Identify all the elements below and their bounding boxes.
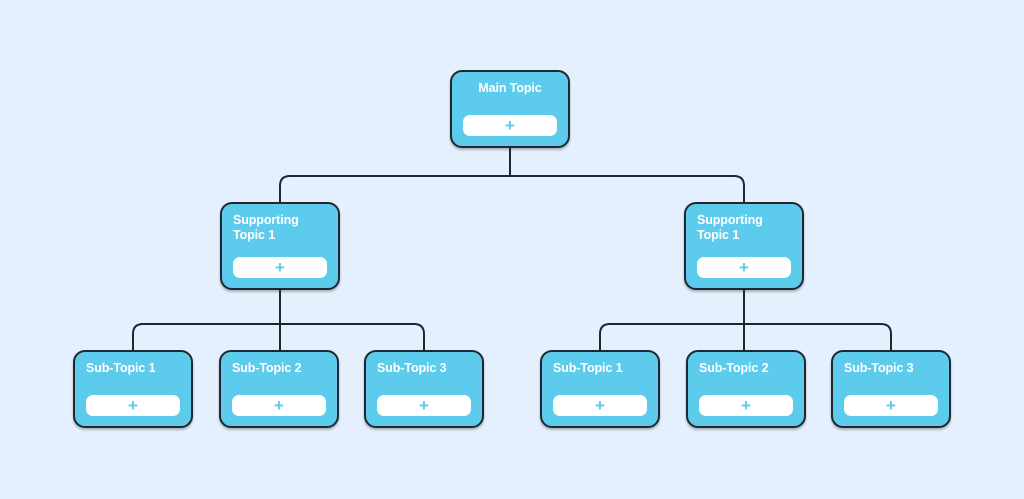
plus-icon: + [419,395,429,415]
node-sub-topic-right-2-label: Sub-Topic 2 [699,361,769,375]
plus-icon: + [505,115,515,135]
add-child-button-main-topic[interactable]: + [463,115,557,136]
plus-icon: + [741,395,751,415]
add-child-button-supporting-topic-1[interactable]: + [233,257,327,278]
connector-support-right-bus-left [599,323,744,350]
connector-root-to-support-right [510,175,745,202]
node-sub-topic-right-1[interactable]: Sub-Topic 1 + [540,350,660,428]
add-child-button-sub-topic-left-1[interactable]: + [86,395,180,416]
node-sub-topic-left-1-label: Sub-Topic 1 [86,361,156,375]
add-child-button-sub-topic-right-3[interactable]: + [844,395,938,416]
connector-support-left-bus-left [132,323,280,350]
plus-icon: + [739,257,749,277]
node-main-topic[interactable]: Main Topic + [450,70,570,148]
node-sub-topic-left-2[interactable]: Sub-Topic 2 + [219,350,339,428]
connector-root-to-support-left [279,175,510,202]
add-child-button-sub-topic-left-2[interactable]: + [232,395,326,416]
node-sub-topic-right-1-label: Sub-Topic 1 [553,361,623,375]
node-sub-topic-right-3[interactable]: Sub-Topic 3 + [831,350,951,428]
plus-icon: + [128,395,138,415]
node-supporting-topic-2-label: Supporting Topic 1 [697,213,763,242]
node-supporting-topic-2[interactable]: Supporting Topic 1 + [684,202,804,290]
node-sub-topic-left-3[interactable]: Sub-Topic 3 + [364,350,484,428]
node-sub-topic-left-1[interactable]: Sub-Topic 1 + [73,350,193,428]
plus-icon: + [274,395,284,415]
node-sub-topic-right-3-label: Sub-Topic 3 [844,361,914,375]
connector-support-right-bus-right [744,323,892,350]
connector-support-left-bus-right [280,323,425,350]
add-child-button-sub-topic-right-2[interactable]: + [699,395,793,416]
plus-icon: + [886,395,896,415]
add-child-button-sub-topic-left-3[interactable]: + [377,395,471,416]
node-sub-topic-left-3-label: Sub-Topic 3 [377,361,447,375]
node-sub-topic-right-2[interactable]: Sub-Topic 2 + [686,350,806,428]
node-sub-topic-left-2-label: Sub-Topic 2 [232,361,302,375]
plus-icon: + [595,395,605,415]
node-main-topic-label: Main Topic [478,81,542,95]
add-child-button-supporting-topic-2[interactable]: + [697,257,791,278]
node-supporting-topic-1-label: Supporting Topic 1 [233,213,299,242]
node-supporting-topic-1[interactable]: Supporting Topic 1 + [220,202,340,290]
add-child-button-sub-topic-right-1[interactable]: + [553,395,647,416]
plus-icon: + [275,257,285,277]
